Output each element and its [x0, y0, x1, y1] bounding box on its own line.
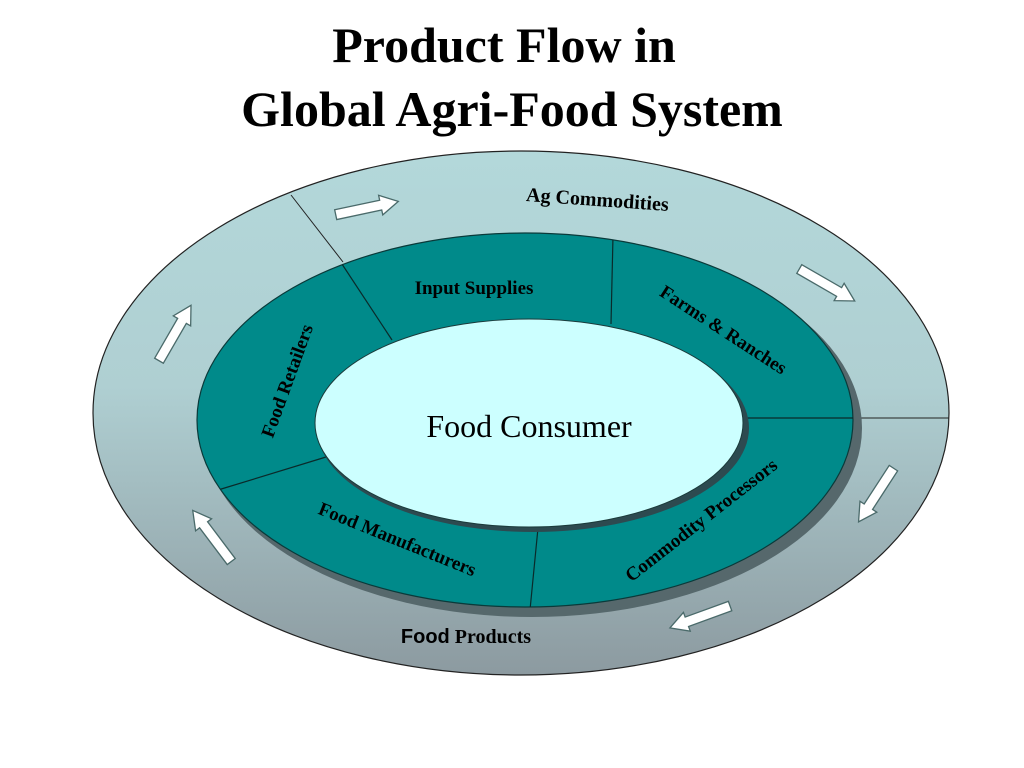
food-products-bold: Food	[401, 626, 450, 648]
segment-input-supplies: Input Supplies	[415, 278, 534, 299]
arrow-top-left-icon	[333, 194, 400, 221]
arrow-upper-left-icon	[153, 304, 192, 365]
segment-dividers	[217, 235, 853, 607]
arrow-bottom-icon	[668, 600, 733, 633]
outer-dividers	[290, 194, 949, 419]
flow-arrows	[153, 194, 899, 633]
food-products-rest: Products	[450, 626, 532, 648]
center-ellipse	[314, 318, 744, 528]
center-label: Food Consumer	[426, 408, 632, 444]
title-line-2: Global Agri-Food System	[241, 81, 783, 137]
food-products-label: Food Products	[401, 626, 531, 648]
title-line-1: Product Flow in	[332, 17, 676, 73]
arrow-right-icon	[857, 464, 899, 523]
arrow-lower-left-icon	[191, 509, 237, 566]
arrow-top-right-icon	[795, 263, 856, 302]
